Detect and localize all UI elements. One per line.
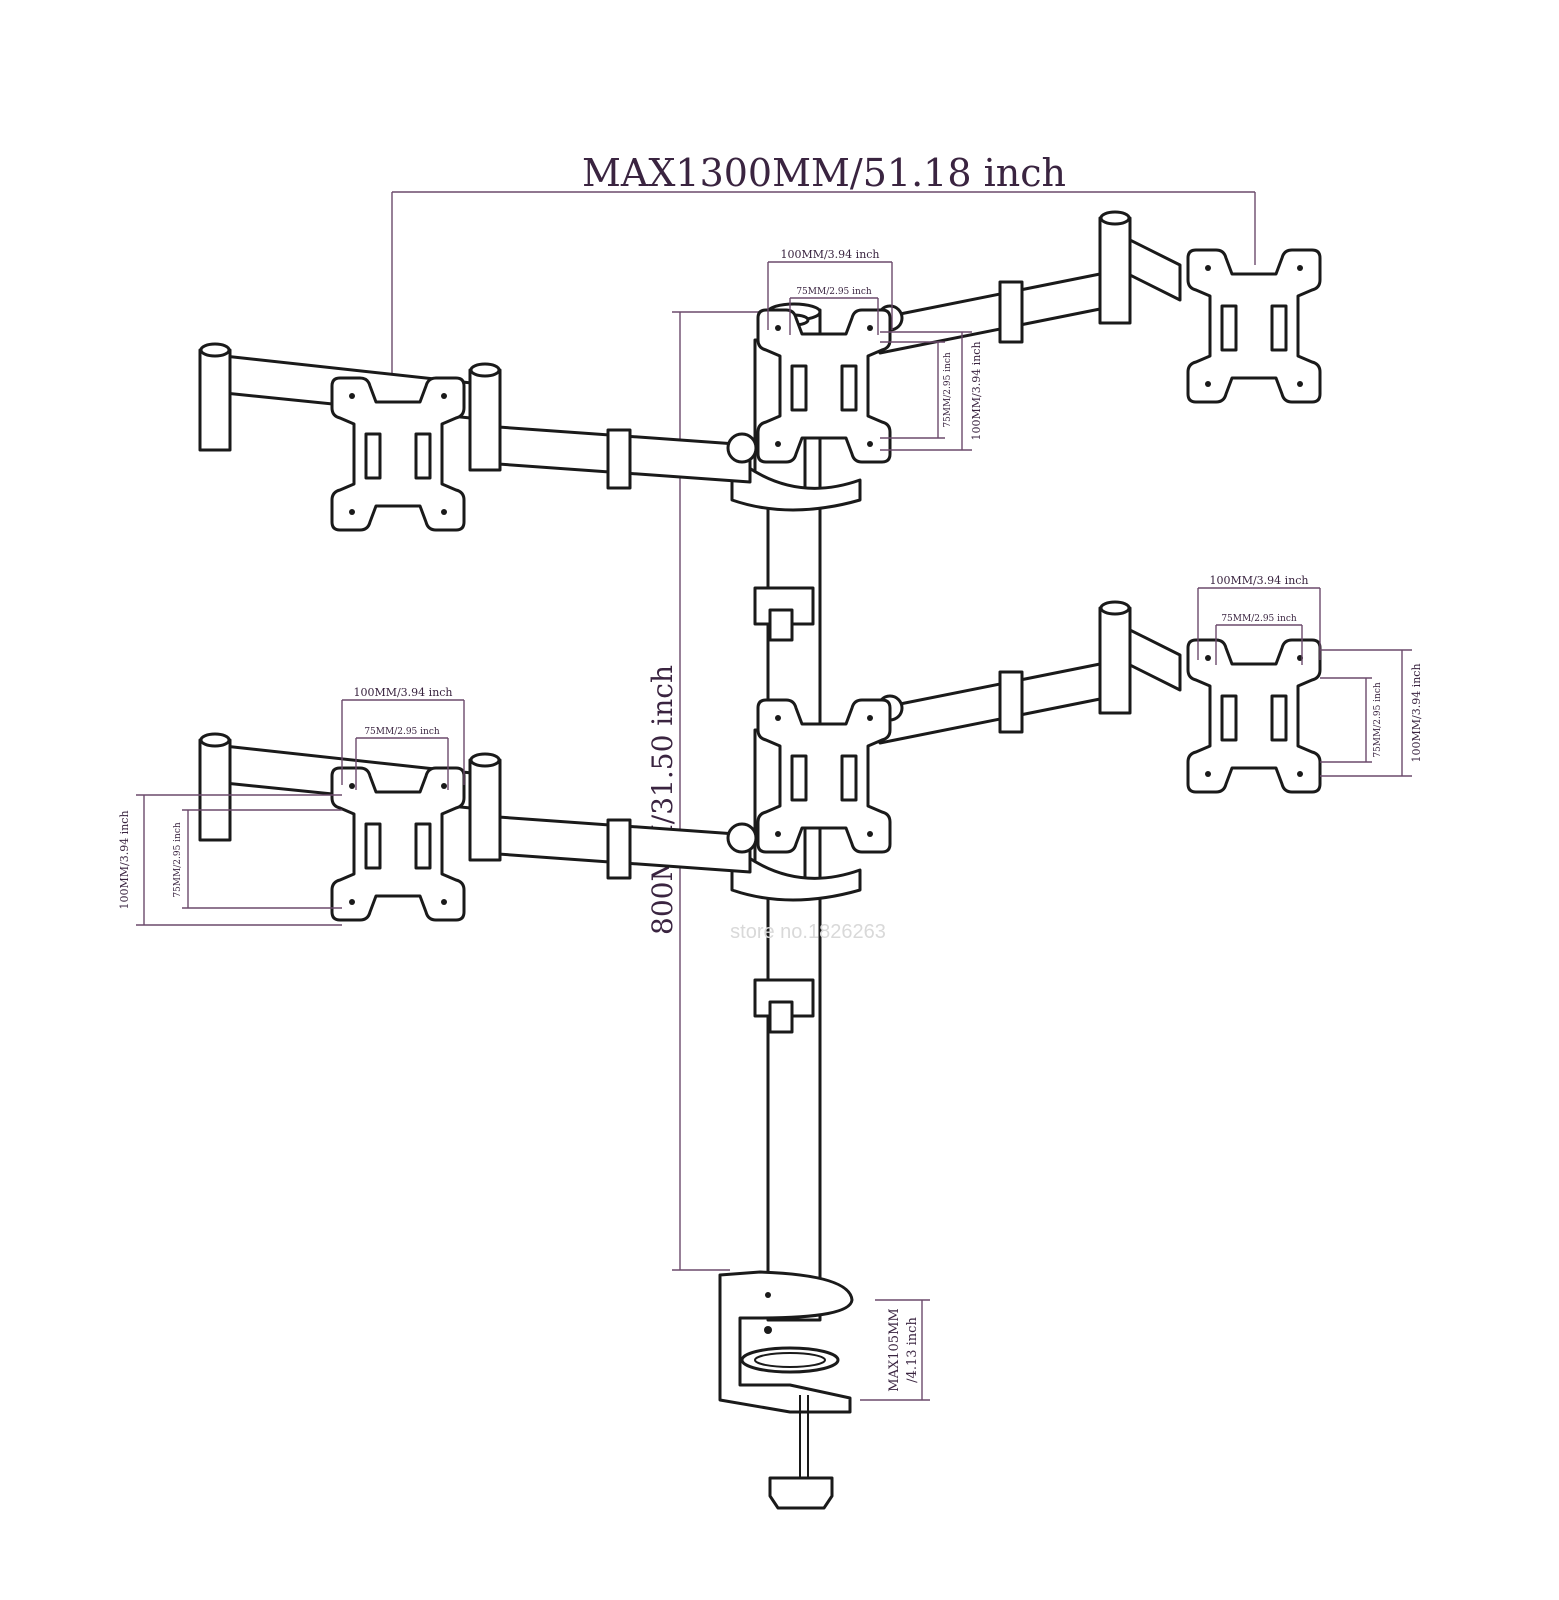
vesa-100-h-label: 100MM/3.94 inch (353, 686, 452, 699)
vesa-75-v-label: 75MM/2.95 inch (943, 352, 953, 428)
vesa-plate-upper-right (1186, 248, 1322, 404)
desk-clamp (718, 1270, 854, 1510)
vesa-dims-lower-left: 100MM/3.94 inch 75MM/2.95 inch 100MM/3.9… (118, 686, 465, 926)
clamp-max-inch-label: /4.13 inch (905, 1317, 920, 1383)
clamp-max-label: MAX105MM (887, 1308, 902, 1391)
total-width-label: MAX1300MM/51.18 inch (582, 151, 1066, 195)
vesa-plate-upper-left (330, 376, 466, 532)
vesa-75-h-label: 75MM/2.95 inch (796, 287, 872, 297)
upper-arm-assembly (198, 210, 1182, 512)
vesa-75-h-label: 75MM/2.95 inch (364, 727, 440, 737)
vesa-100-h-label: 100MM/3.94 inch (780, 248, 879, 261)
vesa-75-h-label: 75MM/2.95 inch (1221, 614, 1297, 624)
store-watermark: store no.1826263 (730, 921, 886, 943)
vesa-plate-lower-right (1186, 638, 1322, 794)
vesa-plate-lower-center (756, 698, 892, 854)
total-width-dimension: MAX1300MM/51.18 inch (391, 151, 1256, 375)
vesa-plate-upper-center (756, 308, 892, 464)
vesa-plate-lower-left (330, 766, 466, 922)
clamp-dimension: MAX105MM /4.13 inch (860, 1299, 930, 1401)
vesa-100-h-label: 100MM/3.94 inch (1209, 574, 1308, 587)
pole-height-label: 800MM/31.50 inch (646, 665, 679, 935)
vesa-100-v-label: 100MM/3.94 inch (1410, 663, 1423, 762)
vesa-75-v-label: 75MM/2.95 inch (1373, 682, 1383, 758)
vesa-dims-upper-center: 100MM/3.94 inch 75MM/2.95 inch 100MM/3.9… (767, 248, 983, 451)
vesa-dims-lower-right: 100MM/3.94 inch 75MM/2.95 inch 100MM/3.9… (1197, 574, 1423, 777)
lower-arm-assembly (198, 600, 1182, 902)
vesa-75-v-label: 75MM/2.95 inch (173, 822, 183, 898)
vesa-100-v-label: 100MM/3.94 inch (970, 341, 983, 440)
vesa-100-v-label: 100MM/3.94 inch (118, 810, 131, 909)
